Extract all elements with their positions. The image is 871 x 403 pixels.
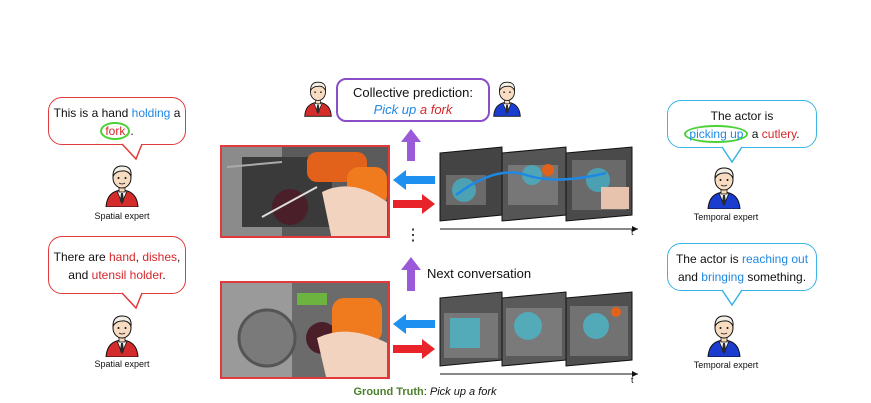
temporal-frame bbox=[566, 147, 632, 221]
temporal-expert-avatar-icon bbox=[706, 313, 742, 357]
temporal-expert-avatar-icon bbox=[492, 79, 522, 117]
spatial-expert-avatar-icon bbox=[303, 79, 333, 117]
spatial-expert-label: Spatial expert bbox=[74, 211, 170, 221]
temporal-expert-avatar-icon bbox=[706, 165, 742, 209]
bubble-tail bbox=[120, 143, 150, 163]
bubble-text-hand: hand bbox=[109, 250, 136, 264]
collective-prediction-title: Collective prediction: bbox=[353, 85, 473, 100]
temporal-frame bbox=[440, 292, 502, 366]
bubble-text-fork: fork bbox=[100, 122, 130, 140]
bubble-text-bringing: bringing bbox=[701, 270, 744, 284]
bubble-text: a bbox=[170, 106, 180, 120]
bubble-text: . bbox=[130, 124, 133, 138]
temporal-expert-label: Temporal expert bbox=[676, 360, 776, 370]
up-arrow-icon bbox=[399, 128, 423, 162]
bubble-text: . bbox=[162, 268, 165, 282]
temporal-frame bbox=[566, 292, 632, 366]
up-arrow-icon bbox=[399, 256, 423, 292]
bubble-text-utensil-holder: utensil holder bbox=[92, 268, 163, 282]
bubble-tail bbox=[720, 146, 750, 166]
collective-prediction-box: Collective prediction: Pick up a fork bbox=[336, 78, 490, 122]
temporal-frames-bottom bbox=[436, 288, 646, 378]
continuation-dots: ⋮ bbox=[405, 228, 421, 244]
bubble-tail bbox=[720, 289, 750, 309]
temporal-frames-top bbox=[436, 145, 646, 237]
prediction-object: a fork bbox=[416, 102, 452, 117]
ground-truth-label: Ground Truth bbox=[353, 386, 423, 398]
temporal-frame bbox=[502, 292, 566, 366]
spatial-bubble-top: This is a hand holding a fork. bbox=[48, 97, 186, 145]
time-axis-label: t bbox=[631, 375, 634, 385]
bubble-text: There are bbox=[54, 250, 109, 264]
left-arrow-icon bbox=[392, 168, 436, 192]
ground-truth: Ground Truth: Pick up a fork bbox=[300, 386, 550, 398]
bubble-text: . bbox=[796, 127, 799, 141]
bubble-text: something. bbox=[744, 270, 806, 284]
left-arrow-icon bbox=[392, 312, 436, 336]
temporal-bubble-top: The actor is picking up a cutlery. bbox=[667, 100, 817, 148]
time-axis-label: t bbox=[631, 227, 634, 237]
bubble-text-dishes: dishes bbox=[142, 250, 177, 264]
spatial-bubble-bottom: There are hand, dishes, and utensil hold… bbox=[48, 236, 186, 294]
bubble-text: and bbox=[678, 270, 701, 284]
bubble-text: The actor is bbox=[711, 109, 774, 123]
prediction-verb: Pick up bbox=[374, 102, 417, 117]
bubble-tail bbox=[120, 292, 150, 312]
spatial-expert-avatar-icon bbox=[104, 313, 140, 357]
bubble-text: a bbox=[748, 127, 761, 141]
temporal-bubble-bottom: The actor is reaching out and bringing s… bbox=[667, 243, 817, 291]
spatial-expert-avatar-icon bbox=[104, 163, 140, 207]
bubble-text: This is a hand bbox=[54, 106, 132, 120]
bubble-text-reaching-out: reaching out bbox=[742, 252, 808, 266]
spatial-frame-image bbox=[220, 145, 390, 238]
bubble-text: and bbox=[68, 268, 91, 282]
temporal-frame bbox=[502, 147, 566, 221]
next-conversation-label: Next conversation bbox=[427, 266, 531, 281]
bubble-text: , bbox=[177, 250, 180, 264]
bubble-text-cutlery: cutlery bbox=[762, 127, 796, 141]
temporal-expert-label: Temporal expert bbox=[676, 212, 776, 222]
spatial-expert-label: Spatial expert bbox=[74, 359, 170, 369]
bubble-text-picking-up: picking up bbox=[684, 125, 748, 143]
bubble-text: The actor is bbox=[676, 252, 742, 266]
right-arrow-icon bbox=[392, 337, 436, 361]
ground-truth-value: Pick up a fork bbox=[430, 386, 497, 398]
spatial-frame-image bbox=[220, 281, 390, 379]
right-arrow-icon bbox=[392, 192, 436, 216]
bubble-text-holding: holding bbox=[132, 106, 171, 120]
